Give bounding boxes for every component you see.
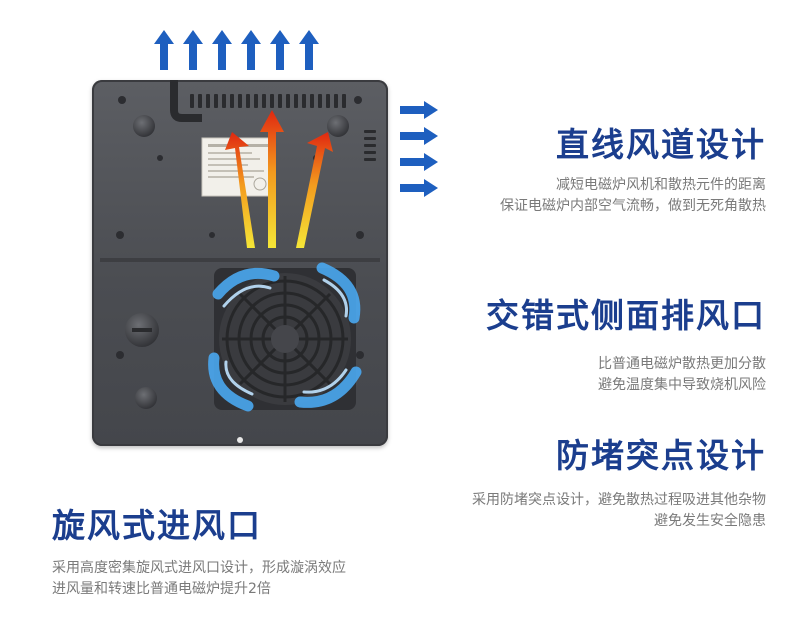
rubber-foot: [135, 387, 157, 409]
panel-divider: [100, 258, 380, 262]
arrow-up-icon: [154, 30, 174, 70]
arrow-up-icon: [212, 30, 232, 70]
arrow-right-icon: [400, 153, 438, 171]
arrow-up-icon: [241, 30, 261, 70]
feature-desc-line: 减短电磁炉风机和散热元件的距离: [556, 177, 766, 193]
feature-desc-line: 采用防堵突点设计，避免散热过程吸进其他杂物: [472, 492, 766, 508]
feature-title: 直线风道设计: [556, 125, 766, 164]
arrow-up-icon: [183, 30, 203, 70]
heat-flow-arrow-icon: [260, 110, 284, 248]
arrow-right-icon: [400, 127, 438, 145]
exhaust-side-arrows: [400, 101, 438, 197]
rubber-foot: [327, 115, 349, 137]
side-vent-slots: [364, 130, 376, 161]
indicator-dot: [237, 437, 243, 443]
feature-desc-line: 进风量和转速比普通电磁炉提升2倍: [52, 581, 271, 597]
cooling-fan-icon: [214, 268, 356, 410]
arrow-up-icon: [270, 30, 290, 70]
feature-title: 旋风式进风口: [52, 506, 262, 545]
top-vent-slots: [190, 94, 346, 108]
arrow-right-icon: [400, 179, 438, 197]
induction-cooker-bottom: [92, 80, 388, 446]
arrow-right-icon: [400, 101, 438, 119]
feature-title: 防堵突点设计: [556, 436, 766, 475]
feature-desc-line: 采用高度密集旋风式进风口设计，形成漩涡效应: [52, 560, 346, 576]
feature-straight-air-duct: 直线风道设计 减短电磁炉风机和散热元件的距离 保证电磁炉内部空气流畅，做到无死角…: [500, 125, 766, 217]
round-cover: [125, 313, 159, 347]
rubber-foot: [133, 115, 155, 137]
feature-cyclone-intake: 旋风式进风口 采用高度密集旋风式进风口设计，形成漩涡效应 进风量和转速比普通电磁…: [52, 506, 346, 600]
feature-title: 交错式侧面排风口: [486, 296, 766, 335]
feature-desc-line: 避免温度集中导致烧机风险: [598, 377, 766, 393]
exhaust-up-arrows: [154, 30, 319, 70]
swirl-airflow: [208, 262, 362, 412]
feature-desc-line: 避免发生安全隐患: [654, 513, 766, 529]
feature-desc-line: 保证电磁炉内部空气流畅，做到无死角散热: [500, 198, 766, 214]
feature-side-exhaust: 交错式侧面排风口 比普通电磁炉散热更加分散 避免温度集中导致烧机风险: [486, 296, 766, 396]
heat-flow-arrow-icon: [296, 132, 333, 248]
device-illustration: [100, 80, 380, 443]
power-cord: [170, 80, 202, 122]
heat-flow-arrow-icon: [225, 132, 255, 248]
feature-anti-clog-bumps: 防堵突点设计 采用防堵突点设计，避免散热过程吸进其他杂物 避免发生安全隐患: [472, 436, 766, 532]
arrow-up-icon: [299, 30, 319, 70]
feature-desc-line: 比普通电磁炉散热更加分散: [598, 356, 766, 372]
